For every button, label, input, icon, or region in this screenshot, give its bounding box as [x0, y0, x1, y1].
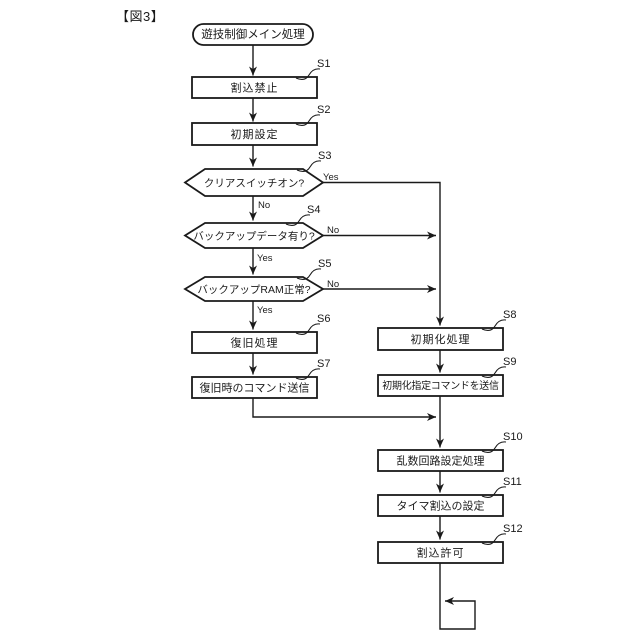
step-label: S3 [318, 150, 331, 162]
start-terminal-shape [192, 23, 314, 46]
node-s8: 初期化処理 S8 [377, 309, 516, 351]
process-box [377, 374, 504, 397]
branch-label-yes: Yes [323, 172, 339, 183]
edge-s7-merge [252, 398, 436, 421]
leader-line [295, 368, 321, 381]
edge-s3-yes-s8 [323, 181, 444, 326]
node-s3: クリアスイッチオン? S3 Yes No [183, 150, 339, 211]
step-label: S10 [503, 431, 523, 443]
process-label: 初期化処理 [411, 332, 471, 346]
decision-hexagon [183, 276, 325, 302]
leader-line [285, 214, 311, 227]
process-label: 乱数回路設定処理 [397, 454, 485, 468]
branch-label-yes: Yes [257, 305, 273, 316]
figure-title: 【図3】 [116, 9, 164, 24]
process-box [377, 327, 504, 351]
branch-label-no: No [327, 225, 339, 236]
step-label: S7 [317, 358, 330, 370]
step-label: S4 [307, 204, 320, 216]
node-s5: バックアップRAM正常? S5 No Yes [183, 258, 339, 316]
process-box [191, 331, 318, 354]
leader-line [296, 160, 322, 173]
process-label: 割込許可 [417, 546, 465, 560]
step-label: S1 [317, 58, 330, 70]
node-s1: 割込禁止 S1 [191, 58, 330, 99]
process-label: 初期化指定コマンドを送信 [382, 379, 499, 392]
node-s2: 初期設定 S2 [191, 104, 330, 146]
loop-back-line [439, 563, 476, 630]
node-s4: バックアップデータ有り? S4 No Yes [183, 204, 339, 264]
step-label: S9 [503, 356, 516, 368]
node-start: 遊技制御メイン処理 [192, 23, 314, 46]
node-s6: 復旧処理 S6 [191, 313, 330, 354]
process-label: タイマ割込の設定 [397, 499, 485, 513]
node-s11: タイマ割込の設定 S11 [377, 476, 522, 517]
process-label: 復旧時のコマンド送信 [200, 381, 310, 395]
decision-label: クリアスイッチオン? [204, 178, 304, 190]
leader-line [481, 319, 507, 332]
leader-line [296, 268, 322, 281]
process-box [377, 449, 504, 472]
leader-line [481, 366, 507, 379]
leader-line [481, 486, 507, 499]
leader-line [481, 533, 507, 546]
branch-label-no: No [258, 200, 270, 211]
leader-line [481, 441, 507, 454]
node-s7: 復旧時のコマンド送信 S7 [191, 358, 330, 399]
step-label: S8 [503, 309, 516, 321]
process-box [191, 376, 318, 399]
step-label: S12 [503, 523, 523, 535]
decision-label: バックアップデータ有り? [193, 230, 314, 243]
process-box [191, 122, 318, 146]
decision-label: バックアップRAM正常? [197, 283, 310, 296]
step-label: S5 [318, 258, 331, 270]
step-label: S11 [503, 476, 522, 488]
decision-hexagon [183, 168, 325, 197]
start-terminal-label: 遊技制御メイン処理 [201, 27, 305, 41]
process-box [377, 541, 504, 564]
node-s9: 初期化指定コマンドを送信 S9 [377, 356, 516, 397]
node-s12: 割込許可 S12 [377, 523, 523, 564]
process-label: 割込禁止 [231, 81, 279, 95]
leader-line [295, 114, 321, 127]
process-label: 初期設定 [231, 127, 279, 141]
leader-line [295, 68, 321, 81]
step-label: S2 [317, 104, 330, 116]
decision-hexagon [183, 222, 325, 249]
branch-label-yes: Yes [257, 253, 273, 264]
process-box [191, 76, 318, 99]
branch-label-no: No [327, 279, 339, 290]
process-box [377, 494, 504, 517]
leader-line [295, 323, 321, 336]
node-s10: 乱数回路設定処理 S10 [377, 431, 523, 472]
process-label: 復旧処理 [231, 337, 279, 350]
step-label: S6 [317, 313, 330, 325]
